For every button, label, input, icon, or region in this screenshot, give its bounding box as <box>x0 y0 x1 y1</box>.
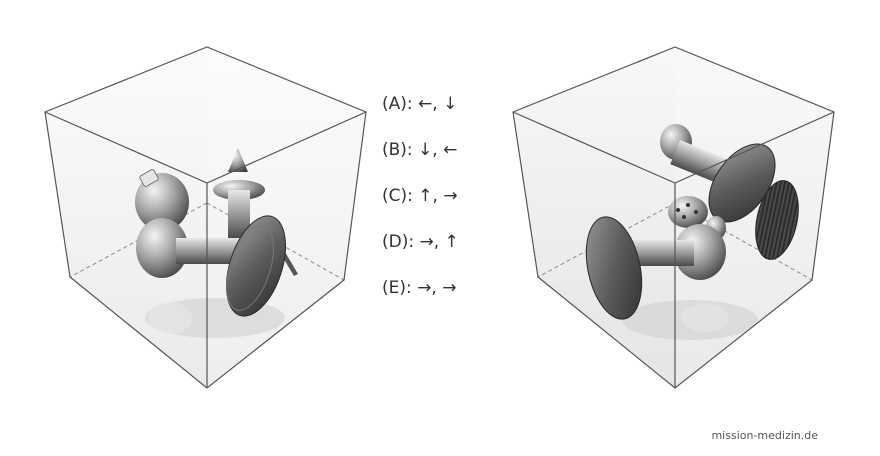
left-object <box>135 148 298 317</box>
left-object-reflection <box>148 302 192 334</box>
option-d[interactable]: (D): →, ↑ <box>382 232 459 252</box>
sphere-hole <box>694 210 698 214</box>
large-disc-rim <box>226 225 274 311</box>
striped-disc <box>755 180 799 260</box>
lower-disc <box>585 216 643 320</box>
option-c[interactable]: (C): ↑, → <box>382 186 458 206</box>
option-a[interactable]: (A): ←, ↓ <box>382 94 458 114</box>
option-e[interactable]: (E): →, → <box>382 278 457 298</box>
ring <box>136 218 188 278</box>
right-object <box>585 124 799 320</box>
answer-options: (A): ←, ↓ (B): ↓, ← (C): ↑, → (D): →, ↑ … <box>382 92 502 322</box>
vertical-stem <box>228 190 250 238</box>
sphere-hole <box>682 215 686 219</box>
small-pin <box>282 252 298 276</box>
watermark: mission-medizin.de <box>711 429 818 442</box>
cone <box>228 148 248 172</box>
right-cube-hidden-edge <box>674 202 813 281</box>
sphere-cap <box>139 169 159 187</box>
left-cube-outline <box>44 46 367 389</box>
right-cube-face-left <box>513 47 675 388</box>
holed-sphere <box>668 196 708 228</box>
sphere <box>135 173 189 231</box>
option-b[interactable]: (B): ↓, ← <box>382 140 458 160</box>
right-cube-outline <box>512 46 835 389</box>
sphere-hole <box>686 203 690 207</box>
sphere-hole <box>676 208 680 212</box>
right-object-reflection <box>681 304 729 332</box>
left-cube <box>44 46 367 389</box>
right-cube <box>512 46 835 389</box>
